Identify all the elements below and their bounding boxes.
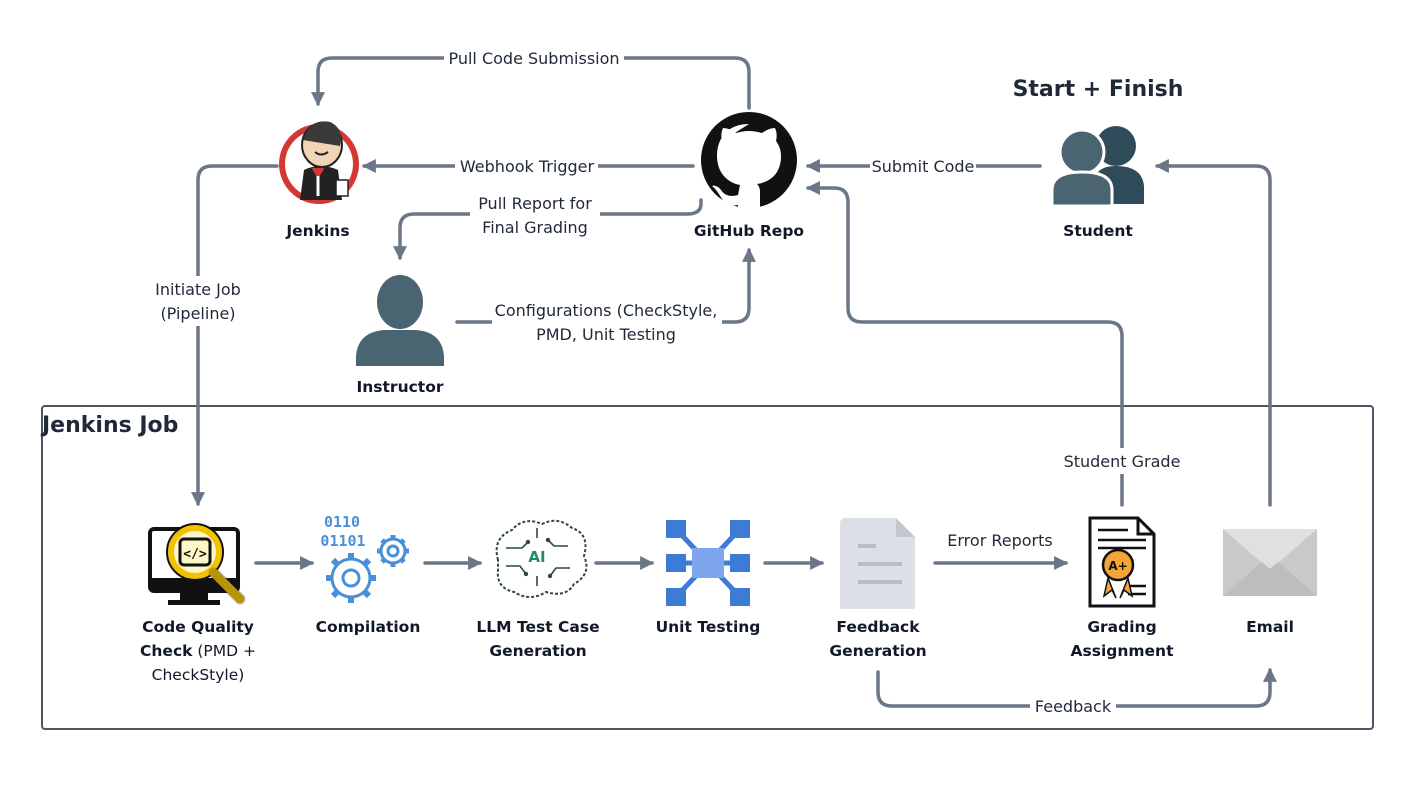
grading-label-2: Assignment <box>1071 642 1175 660</box>
instructor-node: Instructor <box>356 275 444 396</box>
code-quality-label-2: Check (PMD + <box>140 642 256 660</box>
code-quality-label-1: Code Quality <box>142 618 254 636</box>
llm-node: AI LLM Test Case Generation <box>476 519 600 660</box>
edge-feedback: Feedback <box>876 667 1277 718</box>
edge-label-error-reports: Error Reports <box>947 531 1052 550</box>
graded-paper-icon: A+ <box>1088 516 1156 608</box>
edge-initiate-job: Initiate Job (Pipeline) <box>150 164 279 507</box>
monitor-magnifier-icon: </> <box>148 523 246 605</box>
edge-label-pull-report-1: Pull Report for <box>478 194 592 213</box>
feedback-gen-label-1: Feedback <box>836 618 920 636</box>
document-icon <box>840 518 915 609</box>
student-users-icon <box>1050 126 1144 208</box>
group-title: Jenkins Job <box>40 413 178 438</box>
email-label: Email <box>1246 618 1294 636</box>
github-octocat-icon <box>701 112 797 208</box>
edge-webhook-trigger: Webhook Trigger <box>361 154 695 178</box>
feedback-gen-label-2: Generation <box>829 642 926 660</box>
edge-email-to-student <box>1154 159 1272 507</box>
unit-testing-label: Unit Testing <box>656 618 761 636</box>
edge-label-pull-report-2: Final Grading <box>482 218 588 237</box>
unit-testing-node: Unit Testing <box>656 520 761 636</box>
start-finish-title: Start + Finish <box>1013 77 1184 102</box>
edge-pull-code-submission: Pull Code Submission <box>311 46 751 110</box>
github-node: GitHub Repo <box>694 112 804 240</box>
edge-student-grade: Student Grade <box>805 181 1186 507</box>
jenkins-label: Jenkins <box>285 222 349 240</box>
compilation-node: 0110 01101 Compilation <box>316 513 421 636</box>
edge-label-configs-1: Configurations (CheckStyle, <box>495 301 718 320</box>
github-label: GitHub Repo <box>694 222 804 240</box>
edge-label-student-grade: Student Grade <box>1064 452 1181 471</box>
edge-label-feedback: Feedback <box>1035 697 1112 716</box>
gears-binary-icon: 0110 01101 <box>320 513 409 603</box>
compilation-label: Compilation <box>316 618 421 636</box>
email-node: Email <box>1223 529 1317 636</box>
jenkins-butler-icon <box>279 121 359 204</box>
grading-node: A+ Grading Assignment <box>1071 516 1175 660</box>
edge-error-reports: Error Reports <box>933 531 1069 570</box>
edge-pull-report: Pull Report for Final Grading <box>393 194 703 261</box>
llm-label-2: Generation <box>489 642 586 660</box>
jenkins-node: Jenkins <box>279 121 359 240</box>
svg-text:A+: A+ <box>1108 559 1127 573</box>
edge-configurations: Configurations (CheckStyle, PMD, Unit Te… <box>455 247 756 346</box>
edge-label-pull-code: Pull Code Submission <box>448 49 619 68</box>
instructor-label: Instructor <box>356 378 443 396</box>
instructor-person-icon <box>356 275 444 366</box>
network-hub-icon <box>666 520 750 606</box>
svg-text:AI: AI <box>528 548 545 566</box>
ai-brain-icon: AI <box>495 519 588 598</box>
edge-label-initiate-1: Initiate Job <box>155 280 241 299</box>
code-quality-node: </> Code Quality Check (PMD + CheckStyle… <box>140 523 256 684</box>
llm-label-1: LLM Test Case <box>476 618 599 636</box>
svg-text:</>: </> <box>183 547 207 562</box>
edge-label-initiate-2: (Pipeline) <box>160 304 235 323</box>
student-label: Student <box>1063 222 1133 240</box>
grading-label-1: Grading <box>1087 618 1156 636</box>
feedback-generation-node: Feedback Generation <box>829 518 927 660</box>
edge-label-submit-code: Submit Code <box>872 157 975 176</box>
edge-submit-code: Submit Code <box>805 154 1042 178</box>
svg-text:0110: 0110 <box>324 513 360 531</box>
svg-text:01101: 01101 <box>320 532 365 550</box>
edge-label-webhook: Webhook Trigger <box>460 157 595 176</box>
student-node: Student <box>1050 126 1144 240</box>
edge-label-configs-2: PMD, Unit Testing <box>536 325 676 344</box>
envelope-icon <box>1223 529 1317 596</box>
jenkins-job-group: Jenkins Job <box>40 405 1374 730</box>
code-quality-label-3: CheckStyle) <box>152 666 245 684</box>
